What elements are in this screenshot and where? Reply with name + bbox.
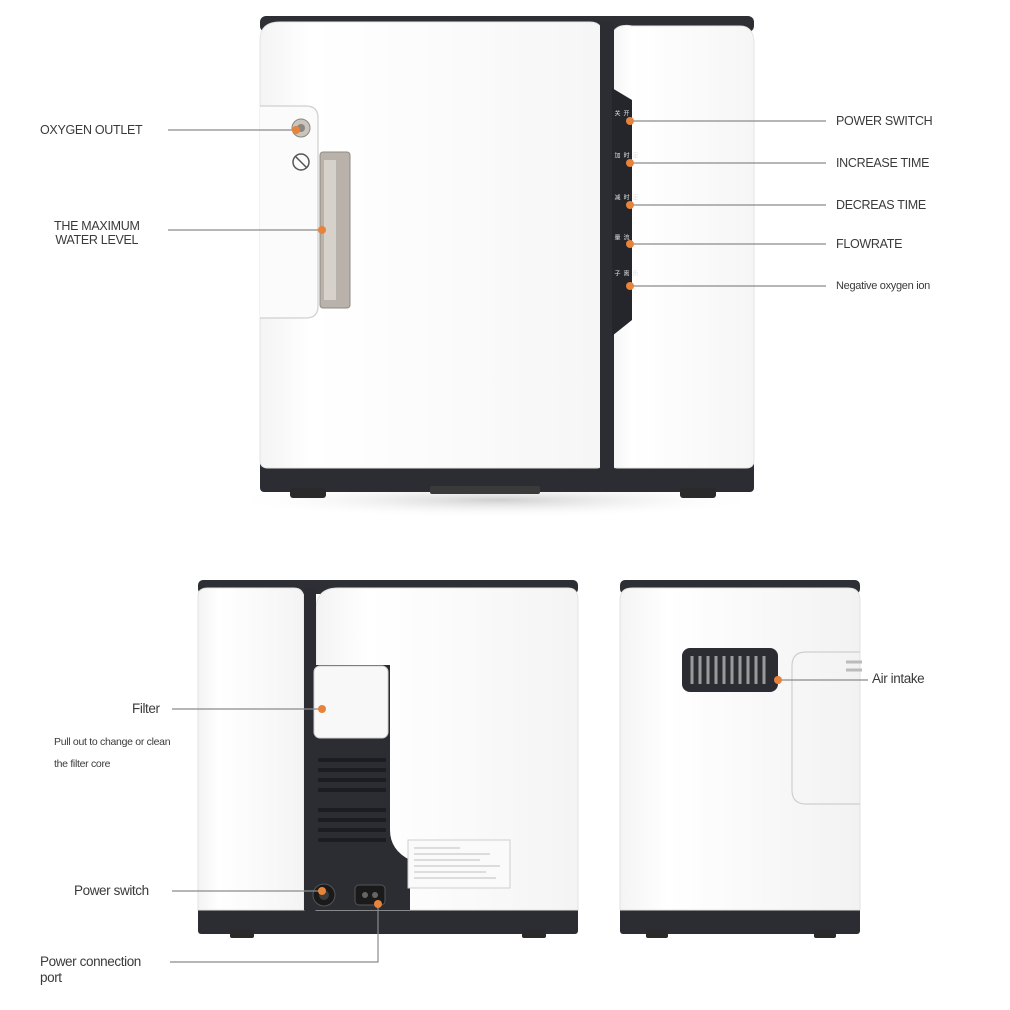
front-view-device (240, 16, 768, 518)
filter-label: Filter (132, 701, 160, 716)
max-water-level-line1: THE MAXIMUM (54, 219, 140, 233)
power-port-line1: Power connection (40, 954, 141, 969)
increase-time-label: INCREASE TIME (836, 156, 930, 170)
flowrate-label: FLOWRATE (836, 237, 903, 251)
decreas-time-label: DECREAS TIME (836, 198, 926, 212)
panel-button-power[interactable]: 开关 (613, 110, 628, 116)
power-switch-label: POWER SWITCH (836, 114, 933, 128)
power-connection-port-label: Power connection port (40, 954, 141, 985)
back-view-device (197, 580, 579, 938)
back-power-switch-label: Power switch (74, 883, 149, 898)
filter-note: Pull out to change or clean the filter c… (54, 731, 171, 775)
filter-note-line2: the filter core (54, 758, 111, 770)
air-intake-label: Air intake (872, 671, 925, 686)
oxygen-outlet-label: OXYGEN OUTLET (40, 123, 143, 137)
negative-oxygen-ion-label: Negative oxygen ion (836, 280, 930, 292)
panel-button-ion[interactable]: 负离子 (613, 270, 637, 276)
power-port-line2: port (40, 969, 62, 985)
panel-button-time-plus[interactable]: 定时加 (613, 152, 637, 158)
max-water-level-label: THE MAXIMUM WATER LEVEL (54, 219, 140, 248)
filter-note-line1: Pull out to change or clean (54, 736, 171, 748)
panel-button-flow[interactable]: 流量 (613, 234, 628, 240)
max-water-level-line2: WATER LEVEL (55, 233, 139, 248)
panel-button-time-minus[interactable]: 定时减 (613, 194, 637, 200)
side-view-device (619, 580, 862, 938)
